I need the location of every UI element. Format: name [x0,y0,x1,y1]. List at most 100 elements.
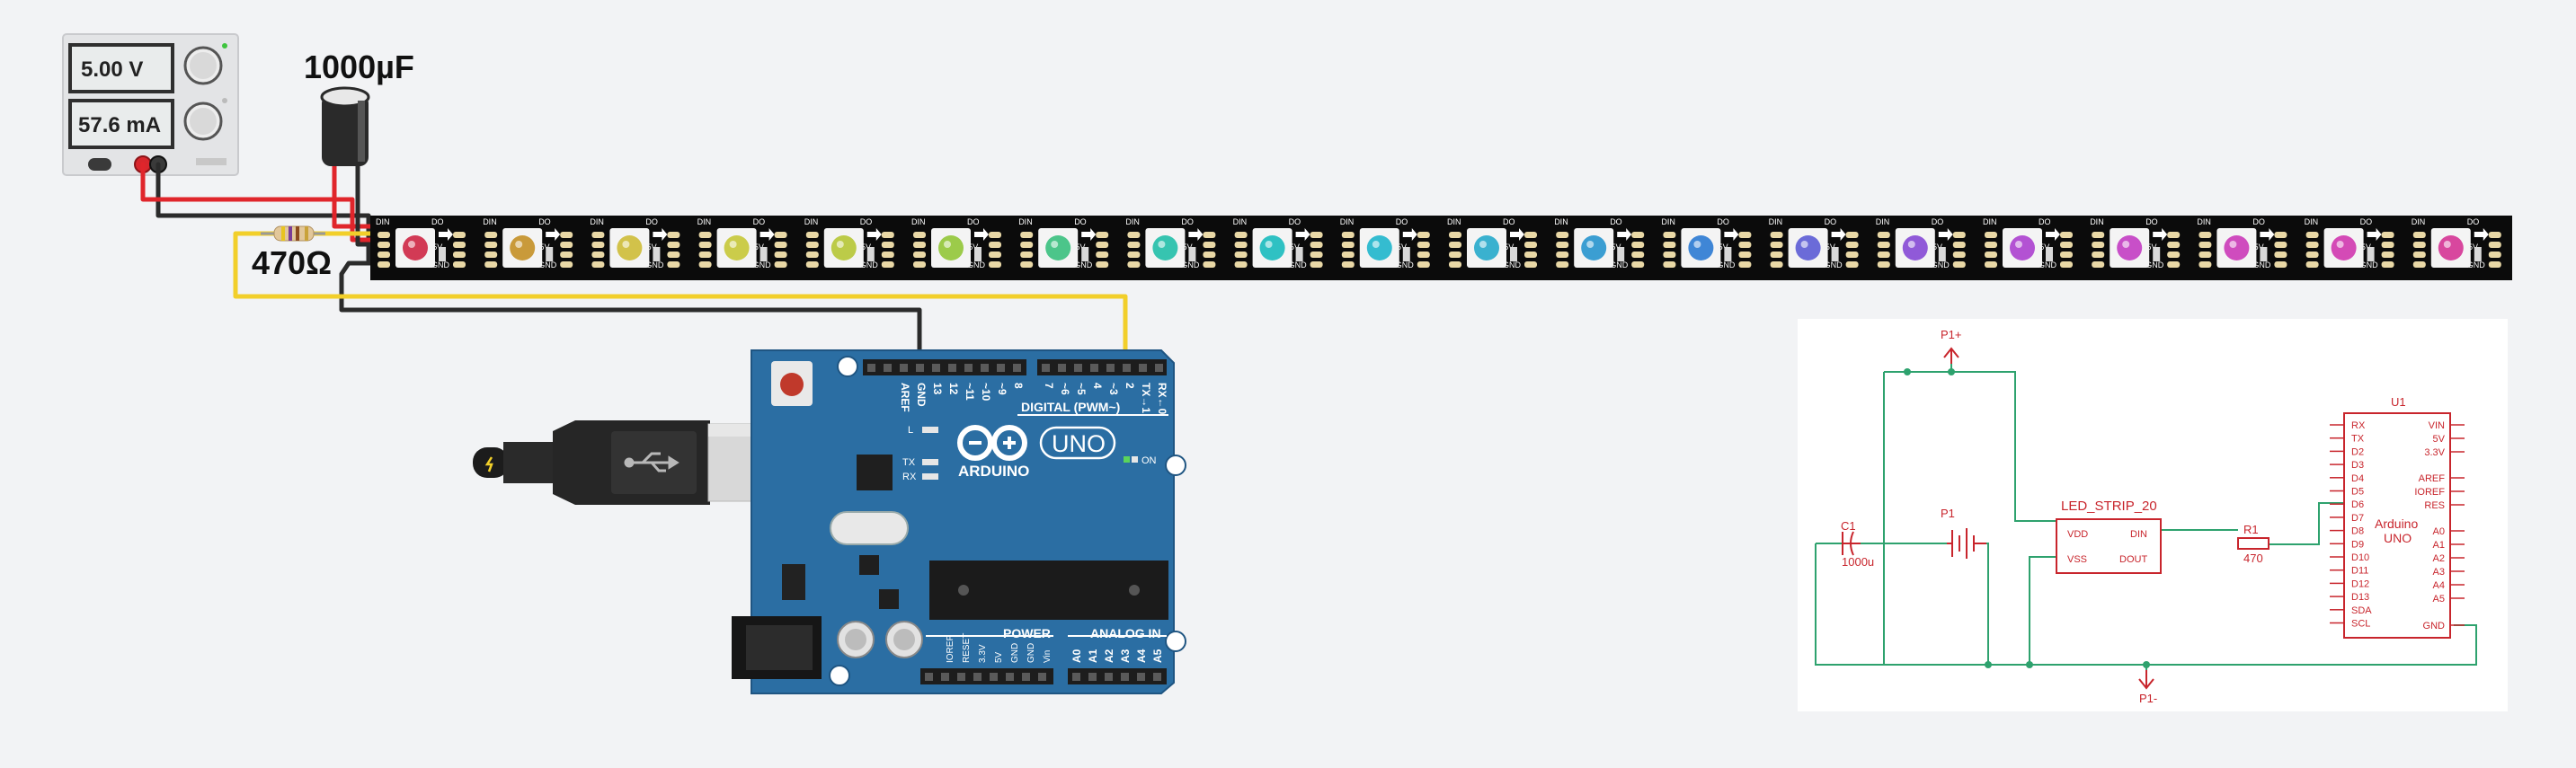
solder-pad [989,252,1001,258]
pin-socket[interactable] [1088,673,1097,681]
pin-socket[interactable] [1038,673,1046,681]
solder-pad [1631,252,1645,258]
power-pin-label: 5V [994,651,1004,663]
led-pixel[interactable] [1259,235,1285,260]
pin-socket[interactable] [1090,364,1098,372]
power-wire-psu[interactable] [140,162,380,243]
pin-socket[interactable] [884,364,892,372]
led-pixel[interactable] [1688,235,1714,260]
strip-capacitor [2046,247,2053,261]
solder-pad [1203,252,1216,258]
pin-socket[interactable] [997,364,1005,372]
solder-pad [484,232,498,238]
pin-socket[interactable] [941,673,949,681]
solder-pad [1310,242,1323,248]
pin-socket[interactable] [1072,673,1080,681]
pin-socket[interactable] [964,364,973,372]
analog-header[interactable] [1068,668,1167,684]
pin-socket[interactable] [1121,673,1129,681]
pin-socket[interactable] [1139,364,1147,372]
pin-socket[interactable] [1153,673,1161,681]
solder-pad [1203,261,1216,268]
u1-left-pin-label: D7 [2351,513,2364,524]
schematic-nets [1815,354,2477,683]
strip-pin-label: DIN [1983,217,1997,226]
led-pixel[interactable] [617,235,643,260]
led-pixel[interactable] [1152,235,1178,260]
solder-pad [378,242,390,248]
pin-socket[interactable] [932,364,940,372]
u1-left-pin-label: D11 [2351,566,2368,577]
led-pixel[interactable] [1366,235,1392,260]
led-pixel[interactable] [1045,235,1071,260]
led-pixel[interactable] [1795,235,1821,260]
pin-socket[interactable] [1013,364,1021,372]
pin-socket[interactable] [981,364,989,372]
led-pixel[interactable] [831,235,857,260]
solder-pad [2412,261,2426,268]
pin-socket[interactable] [973,673,982,681]
pin-socket[interactable] [990,673,998,681]
analog-pin-label: A3 [1119,649,1132,663]
cap-positive-wire[interactable] [332,163,380,229]
arrow-right-icon [2474,228,2489,241]
strip-capacitor [1081,247,1089,261]
strip-pin-label: GND [1181,260,1200,269]
pin-socket[interactable] [1042,364,1050,372]
led-pixel[interactable] [1902,235,1928,260]
analog-pin-label: A4 [1135,649,1148,663]
solder-pad [484,242,498,248]
power-supply[interactable]: 5.00 V 57.6 mA [62,33,239,176]
power-led [1124,456,1130,463]
pin-socket[interactable] [1006,673,1014,681]
solder-pad [913,232,926,238]
led-pixel[interactable] [2331,235,2357,260]
led-pixel[interactable] [1581,235,1607,260]
strip-pin-label: DIN [1554,217,1568,226]
power-switch[interactable] [88,158,111,171]
pin-socket[interactable] [867,364,875,372]
pin-socket[interactable] [1058,364,1066,372]
pin-socket[interactable] [916,364,924,372]
led-pixel[interactable] [724,235,750,260]
solder-pad [805,252,819,258]
pin-socket[interactable] [1106,364,1115,372]
led-pixel[interactable] [2010,235,2035,260]
led-pixel[interactable] [2438,235,2464,260]
digital-header-right[interactable] [1037,359,1167,375]
strip-pin-label: DO [1396,217,1408,226]
pin-socket[interactable] [957,673,965,681]
pin-socket[interactable] [1155,364,1163,372]
solder-pad [2381,252,2394,258]
pin-socket[interactable] [1123,364,1131,372]
led-pixel[interactable] [510,235,536,260]
led-pixel[interactable] [403,235,428,260]
resistor[interactable]: 470Ω [252,225,332,281]
schematic-junctions [1904,368,2150,668]
pin-socket[interactable] [925,673,933,681]
strip-pin-label: DIN [483,217,497,226]
led-pixel[interactable] [938,235,964,260]
strip-pin-label: DO [1610,217,1622,226]
led-pixel[interactable] [2224,235,2250,260]
ground-wire-arduino[interactable] [339,260,922,364]
solder-pad [1985,252,1997,258]
solder-pad [1417,232,1430,238]
capacitor[interactable]: 1000µF [304,49,414,166]
pin-socket[interactable] [1137,673,1145,681]
solder-pad [2488,232,2501,238]
pin-socket[interactable] [1074,364,1082,372]
led-pixel[interactable] [2117,235,2143,260]
pin-socket[interactable] [900,364,908,372]
u1-right-pin-label: GND [2423,621,2446,631]
current-display [72,102,171,146]
pin-socket[interactable] [1022,673,1030,681]
power-header[interactable] [920,668,1053,684]
solder-pad [1556,232,1569,238]
led-pixel[interactable] [1474,235,1499,260]
solder-pad [1203,232,1216,238]
pin-socket[interactable] [948,364,956,372]
pin-socket[interactable] [1105,673,1113,681]
